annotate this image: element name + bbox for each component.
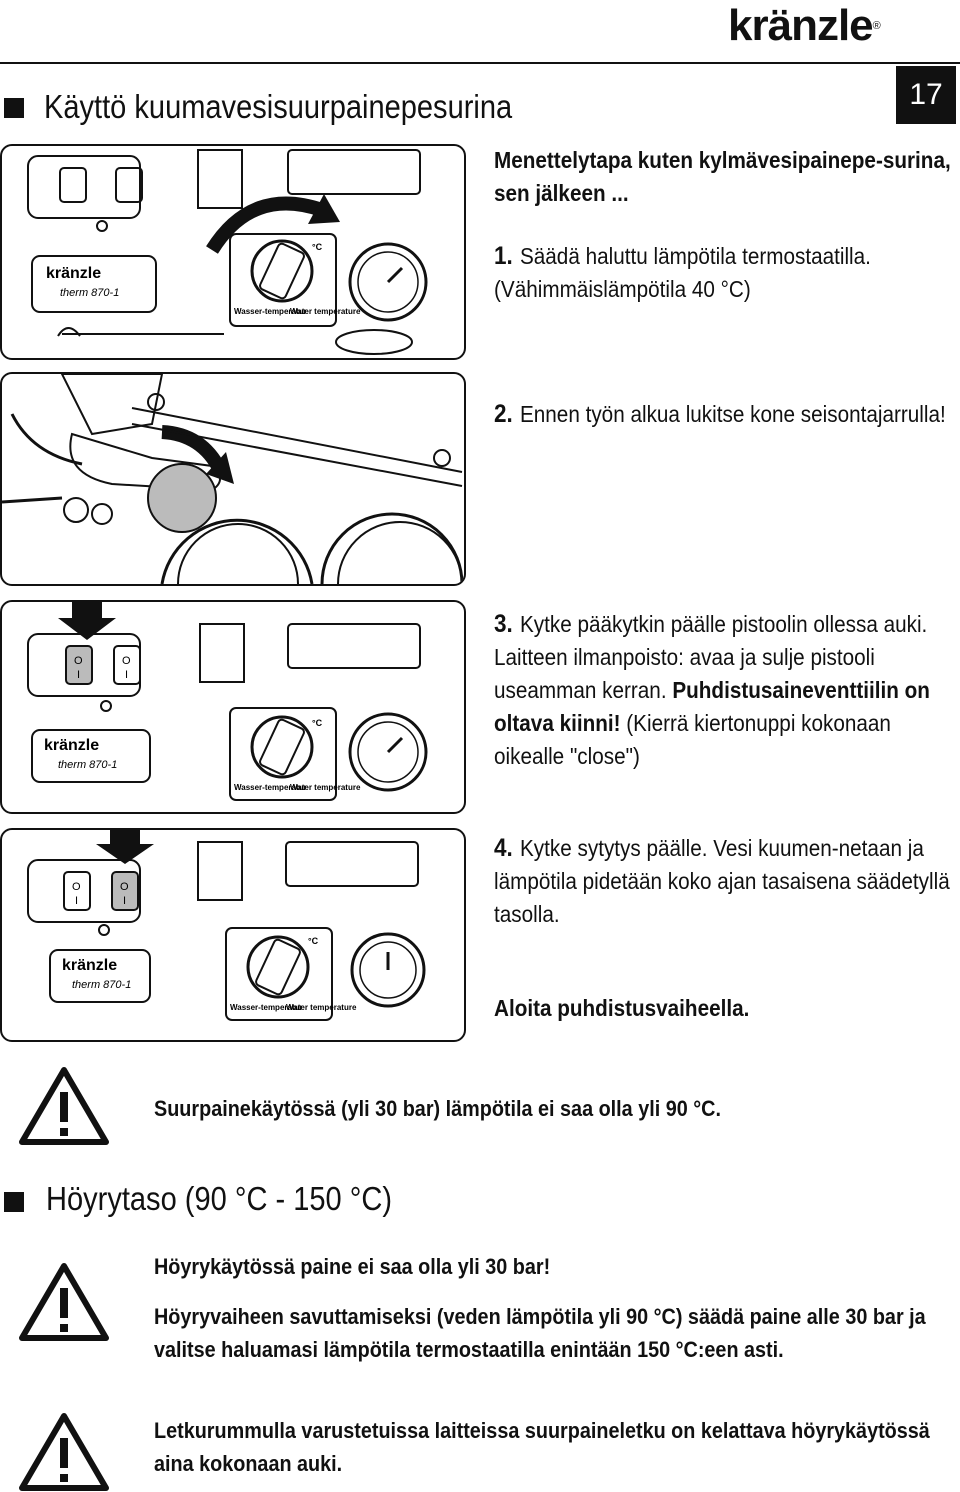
header-rule [0, 62, 960, 64]
kranzle-logo: kränzle® [728, 1, 881, 50]
warning-icon [19, 1263, 109, 1341]
start-cleaning-note: Aloita puhdistusvaiheella. [494, 995, 750, 1021]
control-panel-drawing: kränzle therm 870-1 Wasser-temperatur Wa… [27, 149, 428, 355]
illustration-ignition: O I O I kränzle therm 870-1 Wasser-tempe… [0, 828, 466, 1042]
warning-icon [19, 1067, 109, 1145]
warning-text-hose-reel: Letkurummulla varustetuissa laitteissa s… [154, 1418, 930, 1476]
svg-text:°C: °C [312, 718, 323, 728]
svg-text:O: O [122, 655, 131, 667]
svg-text:O: O [120, 881, 129, 893]
svg-text:Water temperature: Water temperature [290, 307, 361, 316]
svg-text:Water temperature: Water temperature [286, 1003, 357, 1012]
svg-text:Wasser-temperatur: Wasser-temperatur [234, 307, 307, 316]
svg-text:I: I [77, 669, 80, 681]
svg-text:therm 870-1: therm 870-1 [60, 287, 119, 299]
brake-drawing [2, 374, 464, 584]
svg-text:Wasser-temperatur: Wasser-temperatur [230, 1003, 303, 1012]
warning-text-temperature: Suurpainekäytössä (yli 30 bar) lämpötila… [154, 1096, 721, 1121]
warning-icon [19, 1413, 109, 1491]
svg-text:kränzle: kränzle [62, 957, 117, 974]
warning-text-steam-phase: Höyryvaiheen savuttamiseksi (veden lämpö… [154, 1304, 926, 1362]
illustration-parking-brake [0, 372, 466, 586]
step-4: 4.Kytke sytytys päälle. Vesi kuumen-neta… [494, 834, 950, 927]
section-title-hot-water: Käyttö kuumavesisuurpainepesurina [44, 88, 513, 125]
svg-text:Wasser-temperatur: Wasser-temperatur [234, 783, 307, 792]
step-3: 3.Kytke pääkytkin päälle pistoolin olles… [494, 610, 930, 769]
intro-text: Menettelytapa kuten kylmävesipainepe-sur… [494, 147, 951, 206]
svg-text:I: I [125, 669, 128, 681]
main-switch-drawing: O I O I kränzle therm 870-1 Wasser-tempe… [27, 602, 428, 801]
step-2: 2.Ennen työn alkua lukitse kone seisonta… [494, 400, 946, 428]
svg-text:therm 870-1: therm 870-1 [72, 979, 131, 991]
svg-text:kränzle: kränzle [46, 265, 101, 282]
svg-text:O: O [72, 881, 81, 893]
svg-text:O: O [74, 655, 83, 667]
section-bullet [4, 1192, 24, 1212]
illustration-main-switch: O I O I kränzle therm 870-1 Wasser-tempe… [0, 600, 466, 814]
svg-text:I: I [75, 895, 78, 907]
ignition-drawing: O I O I kränzle therm 870-1 Wasser-tempe… [27, 830, 426, 1021]
section-title-steam: Höyrytaso (90 °C - 150 °C) [46, 1180, 393, 1217]
svg-text:kränzle: kränzle [44, 737, 99, 754]
section-bullet [4, 98, 24, 118]
svg-text:Water temperature: Water temperature [290, 783, 361, 792]
svg-text:°C: °C [308, 936, 319, 946]
svg-text:°C: °C [312, 242, 323, 252]
page-number: 17 [896, 66, 956, 124]
illustration-thermostat: kränzle therm 870-1 Wasser-temperatur Wa… [0, 144, 466, 360]
svg-text:I: I [123, 895, 126, 907]
warning-text-steam-pressure: Höyrykäytössä paine ei saa olla yli 30 b… [154, 1254, 551, 1279]
step-1: 1.Säädä haluttu lämpötila termostaatilla… [494, 242, 871, 302]
svg-text:therm 870-1: therm 870-1 [58, 759, 117, 771]
